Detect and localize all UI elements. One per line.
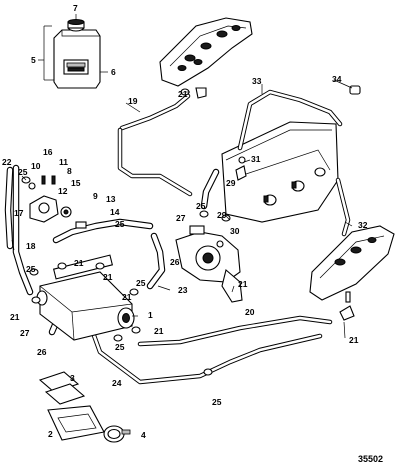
callout-31: 31 <box>251 154 261 164</box>
callout-24: 24 <box>112 378 122 388</box>
callout-13: 13 <box>106 194 116 204</box>
exhaust-manifold-lower <box>309 225 395 321</box>
callout-27-a: 27 <box>176 213 186 223</box>
callout-18: 18 <box>26 241 36 251</box>
callout-3: 3 <box>70 373 75 383</box>
seawater-pump <box>175 225 243 303</box>
callout-7: 7 <box>73 3 78 13</box>
callout-17: 17 <box>14 208 24 218</box>
callout-25-f: 25 <box>115 342 125 352</box>
exhaust-manifold-upper <box>159 17 253 99</box>
callout-1: 1 <box>148 310 153 320</box>
callout-5: 5 <box>31 55 36 65</box>
callout-25-a: 25 <box>18 167 28 177</box>
callout-25-g: 25 <box>212 397 222 407</box>
callout-32: 32 <box>358 220 368 230</box>
callout-22: 22 <box>2 157 12 167</box>
callout-30: 30 <box>230 226 240 236</box>
callout-9: 9 <box>93 191 98 201</box>
callout-25-e: 25 <box>136 278 146 288</box>
callout-23: 23 <box>178 285 188 295</box>
callout-21-b: 21 <box>103 272 113 282</box>
callout-14: 14 <box>110 207 120 217</box>
small-parts <box>38 85 361 443</box>
callout-26-a: 26 <box>170 257 180 267</box>
callout-16: 16 <box>43 147 53 157</box>
heat-exchanger <box>36 254 135 341</box>
callout-27-b: 27 <box>20 328 30 338</box>
figure-number: 35502 <box>358 454 383 464</box>
coolant-reservoir <box>38 14 108 89</box>
engine-block-head <box>221 121 339 223</box>
coolant-hoses <box>4 89 351 385</box>
callout-8: 8 <box>67 166 72 176</box>
callout-26-b: 26 <box>37 347 47 357</box>
callout-19: 19 <box>128 96 138 106</box>
callout-21-c: 21 <box>122 292 132 302</box>
callout-4: 4 <box>141 430 146 440</box>
callout-21-f: 21 <box>349 335 359 345</box>
callout-20: 20 <box>245 307 255 317</box>
callout-25-d: 25 <box>26 264 36 274</box>
callout-29-a: 29 <box>226 178 236 188</box>
callout-labels: 7 5 6 21 19 33 34 31 29 29 25 30 32 16 1… <box>2 3 368 440</box>
callout-21-e: 21 <box>154 326 164 336</box>
callout-33: 33 <box>252 76 262 86</box>
thermostat-housing <box>28 175 87 229</box>
callout-11: 11 <box>59 157 68 167</box>
callout-21-a: 21 <box>74 258 84 268</box>
callout-28: 21 <box>238 279 248 289</box>
hose-clamps <box>21 176 231 376</box>
callout-25-b: 25 <box>196 201 206 211</box>
callout-10: 10 <box>31 161 41 171</box>
callout-2: 2 <box>48 429 53 439</box>
callout-21-top: 21 <box>178 89 188 99</box>
callout-6: 6 <box>111 67 116 77</box>
callout-12: 12 <box>58 186 68 196</box>
callout-21-d: 21 <box>10 312 20 322</box>
callout-34: 34 <box>332 74 342 84</box>
callout-15: 15 <box>71 178 81 188</box>
callout-29-b: 29 <box>217 210 227 220</box>
callout-25-c: 25 <box>115 219 125 229</box>
leader-lines <box>11 79 353 339</box>
